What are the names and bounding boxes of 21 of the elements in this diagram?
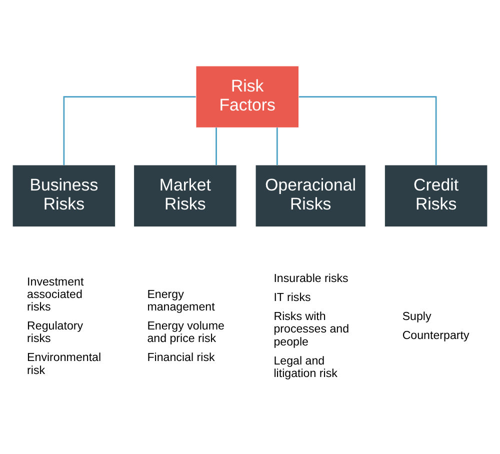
node-label: Investment associated risks: [27, 276, 84, 314]
node-label: Legal and litigation risk: [274, 354, 338, 380]
connector: [276, 127, 278, 165]
node-label: Environmental risk: [27, 352, 102, 376]
node-label: Suply: [402, 310, 432, 323]
node-label: Financial risk: [147, 352, 215, 364]
node-box: Operacional Risks: [256, 164, 366, 226]
node-label: Energy volume and price risk: [147, 320, 224, 345]
node-label: Insurable risks: [274, 272, 348, 285]
node-label: Risks with processes and people: [274, 310, 350, 348]
node-box: Risk Factors: [196, 66, 298, 127]
connector: [298, 96, 437, 165]
node-label: Regulatory risks: [27, 320, 84, 345]
node-box: Market Risks: [134, 164, 236, 226]
connector: [216, 127, 217, 165]
node-label: Energy management: [147, 288, 215, 314]
node-label: IT risks: [274, 292, 311, 304]
node-box: Business Risks: [12, 164, 116, 226]
connector: [63, 96, 196, 165]
node-box: Credit Risks: [384, 164, 488, 226]
node-label: Counterparty: [402, 330, 470, 342]
